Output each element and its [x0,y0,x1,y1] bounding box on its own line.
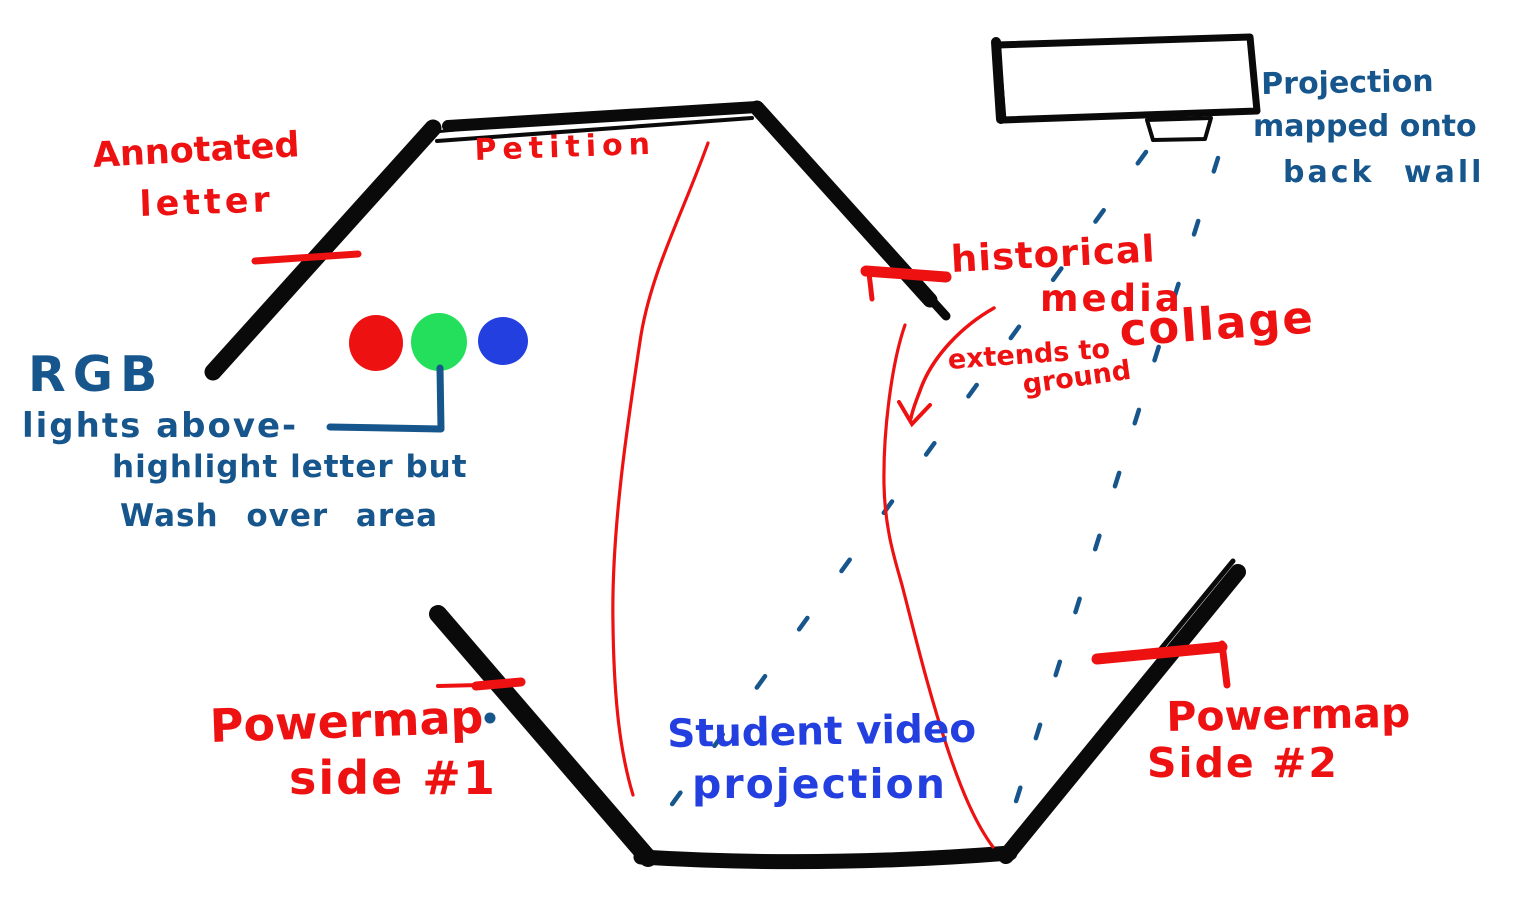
wall-bottom-left [429,605,657,867]
powermap-side-2-label-line1: Powermap [1165,688,1411,741]
rgb-dot-blue [478,317,528,365]
historical-media-collage-label-line2: media [1040,277,1183,320]
extends-arrow-head [897,400,932,428]
rgb-dot-green [411,313,467,371]
extends-arrow-shaft [909,306,996,420]
wall-top-double-stroke-2 [433,113,607,134]
rgb-lights-note-line2: lights above- [22,406,299,446]
wall-tick-historical-hook [866,270,875,302]
wall-top-left [204,119,442,381]
rgb-connector-line [326,364,445,433]
projection-back-wall-label-line2: mapped onto [1253,109,1477,144]
projection-dashed-line-right [999,155,1221,849]
historical-media-collage-label-line1: historical [949,227,1157,281]
wall-bottom-right-double-stroke [1157,558,1236,653]
red-extent-line-left [611,141,710,797]
petition-label: Petition [473,126,657,168]
projection-back-wall-label-line1: Projection [1260,63,1434,102]
rgb-lights-note-line4: Wash over area [120,498,439,534]
projection-back-wall-label-line3: back wall [1283,155,1485,190]
red-extent-line-right [882,323,995,849]
powermap-side-1-label-line1: Powermap [208,689,485,753]
stray-blue-dot [484,712,496,724]
annotated-letter-label-line2: letter [138,180,275,225]
historical-media-collage-label-line3: collage [1117,290,1317,357]
rgb-lights-note-line3: highlight letter but [112,449,468,485]
wall-bottom [633,845,1018,870]
projector-left-edge [991,37,1006,124]
wall-tick-historical [860,265,952,283]
wall-top-double-stroke-1 [435,116,754,143]
wall-tick-powermap-2-hook [1218,640,1231,689]
powermap-side-1-label-line2: side #1 [289,751,497,805]
projector-mount [1145,116,1213,142]
rgb-lights-note-line1: RGB [28,346,165,403]
wall-bottom-right [998,564,1246,864]
wall-tick-powermap-2 [1091,641,1228,665]
rgb-dot-red [349,315,403,371]
student-video-projection-label-line2: projection [692,760,947,808]
wall-tick-annotated-letter [251,250,362,265]
wall-top-right-double-stroke [765,117,951,321]
wall-tick-powermap-1 [471,677,526,691]
powermap-side-2-label-line2: Side #2 [1147,739,1339,787]
projector-icon [993,33,1261,124]
student-video-projection-label-line1: Student video [666,706,977,757]
